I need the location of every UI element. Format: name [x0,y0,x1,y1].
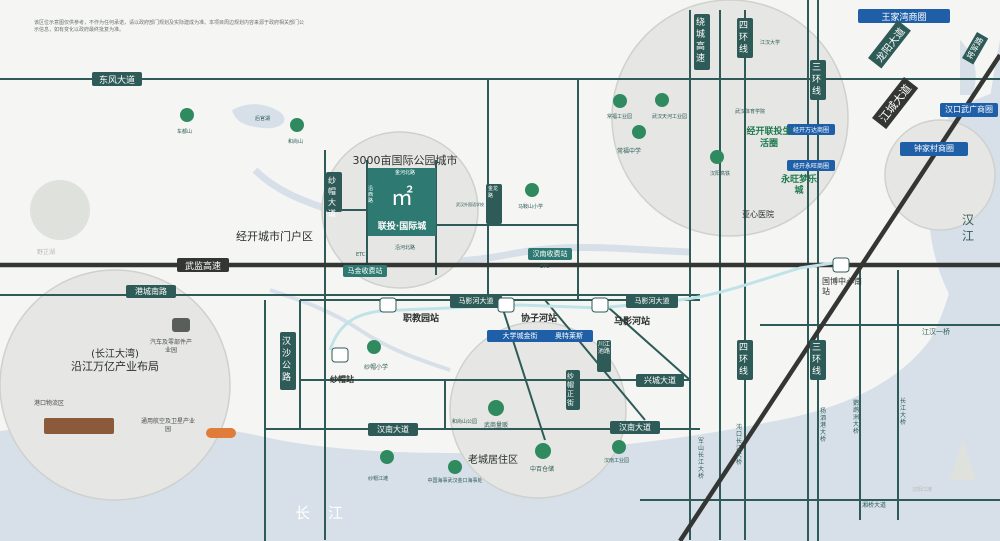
plate-shamao-zheng [566,370,580,410]
plate-mayinghe-right [626,295,678,308]
toll-majin-badge [343,265,387,277]
project-block[interactable] [368,168,436,236]
plate-mayinghe-top [450,295,502,308]
badge-dafu-bg [487,330,553,342]
project-logo-mark: ㎡ [391,185,413,211]
badge-wangjiawan-bg [858,9,950,23]
metro-line [328,260,841,351]
plate-jinlong [486,184,502,224]
bubble-zhongjia [884,119,996,231]
bubble-old-city [449,321,627,499]
toll-hannan-badge [528,248,572,260]
lake-houguan [232,104,285,129]
plate-hannan [368,423,418,436]
plate-sanhuan [810,60,826,100]
plate-wuying [177,258,229,272]
badge-aote-bg [545,330,593,342]
plate-dongfeng [92,72,142,86]
station-markers [331,257,850,363]
plate-raocheng [694,14,710,70]
badge-zhongjia-bg [900,142,968,156]
branch-river [269,288,451,372]
badge-wanda-bg [787,124,835,135]
plate-chuanjiang [597,340,611,372]
bubble-industry [0,269,231,501]
badge-yongwang-bg [787,160,835,171]
plate-sihuan [737,18,753,58]
plate-hannan2 [610,421,660,434]
plate-sanhuan-lower [810,340,826,380]
bubble-life-circle [611,0,849,237]
plate-hansha [280,332,296,390]
plate-xingcheng [636,374,684,387]
plate-shamao-ave [326,172,342,212]
badge-hankou-bg [940,103,998,117]
plate-sihuan-lower [737,340,753,380]
plate-gangcheng [126,285,176,298]
